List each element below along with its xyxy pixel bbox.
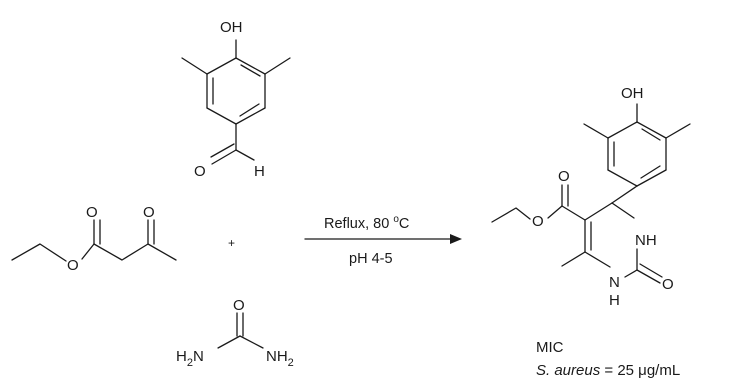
product-n1-hydrogen-label: H — [609, 292, 620, 309]
mic-title: MIC — [536, 339, 564, 356]
ester-carbonyl-oxygen-label: O — [86, 204, 98, 221]
aldehyde-hydrogen-label: H — [254, 163, 265, 180]
reaction-arrow — [304, 234, 462, 244]
urea-oxygen-label: O — [233, 297, 245, 314]
aldehyde-reactant: OH O H — [181, 19, 291, 180]
condition-ph: pH 4-5 — [349, 251, 393, 267]
product-n3-label: NH — [635, 232, 657, 249]
mic-value: S. aureus = 25 μg/mL — [536, 362, 680, 379]
product-n1-label: N — [609, 274, 620, 291]
ketone-oxygen-label: O — [143, 204, 155, 221]
mic-annotation: MIC S. aureus = 25 μg/mL — [536, 339, 680, 379]
product-urea-oxygen-label: O — [662, 276, 674, 293]
product-ester-carbonyl-label: O — [558, 168, 570, 185]
product-ester-oxygen-label: O — [532, 213, 544, 230]
ester-oxygen-label: O — [67, 257, 79, 274]
urea-right-amine-label: NH2 — [266, 348, 294, 369]
hydroxyl-label: OH — [220, 19, 243, 36]
ethyl-acetoacetate-reactant: O O O — [11, 204, 177, 274]
urea-reactant: O H2N NH2 — [176, 297, 294, 369]
product-structure: OH O O NH N H O — [491, 85, 691, 309]
product-hydroxyl-label: OH — [621, 85, 644, 102]
condition-temperature: Reflux, 80 oC — [324, 214, 409, 232]
aldehyde-oxygen-label: O — [194, 163, 206, 180]
urea-left-amine-label: H2N — [176, 348, 204, 369]
plus-sign: + — [228, 236, 235, 250]
